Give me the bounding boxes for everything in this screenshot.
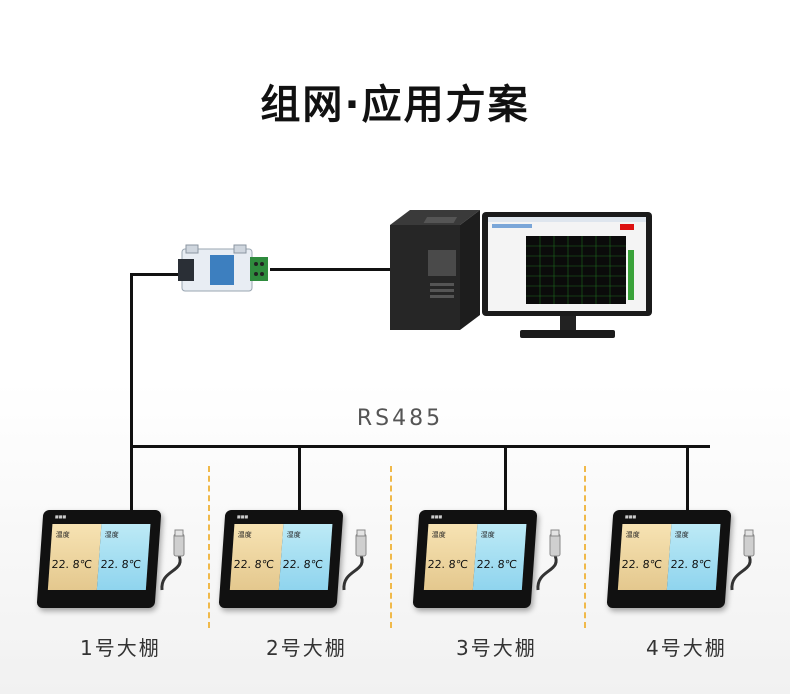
- temperature-pane: 温度 22. 8℃: [47, 524, 102, 590]
- greenhouse-label-4: 4号大棚: [646, 636, 727, 660]
- display-screen: 温度 22. 8℃ 湿度 22. 8℃: [47, 524, 151, 590]
- greenhouse-label-1: 1号大棚: [80, 636, 161, 660]
- drop-line-1: [130, 448, 133, 510]
- brand-mark: ■■■: [54, 514, 67, 519]
- humidity-value: 22. 8℃: [476, 558, 518, 571]
- temperature-value: 22. 8℃: [621, 558, 663, 571]
- computer-tower-icon: [390, 210, 480, 330]
- temperature-value: 22. 8℃: [233, 558, 275, 571]
- converter-down-line-top: [130, 273, 178, 276]
- rs485-bus-line: [130, 445, 710, 448]
- humidity-pane: 湿度 22. 8℃: [278, 524, 333, 590]
- brand-mark: ■■■: [624, 514, 637, 519]
- display-panel-4: ■■■ 温度 22. 8℃ 湿度 22. 8℃: [606, 510, 765, 608]
- display-bezel: ■■■ 温度 22. 8℃ 湿度 22. 8℃: [218, 510, 344, 608]
- humidity-label: 湿度: [286, 531, 301, 539]
- temperature-label: 温度: [431, 531, 446, 539]
- humidity-value: 22. 8℃: [670, 558, 712, 571]
- temperature-value: 22. 8℃: [427, 558, 469, 571]
- bus-left-riser: [130, 273, 133, 448]
- display-screen: 温度 22. 8℃ 湿度 22. 8℃: [617, 524, 721, 590]
- separator-3: [584, 466, 586, 628]
- temperature-label: 温度: [237, 531, 252, 539]
- display-bezel: ■■■ 温度 22. 8℃ 湿度 22. 8℃: [412, 510, 538, 608]
- display-bezel: ■■■ 温度 22. 8℃ 湿度 22. 8℃: [36, 510, 162, 608]
- greenhouse-label-3: 3号大棚: [456, 636, 537, 660]
- humidity-pane: 湿度 22. 8℃: [472, 524, 527, 590]
- sensor-probe-icon: [160, 529, 185, 591]
- temperature-value: 22. 8℃: [51, 558, 93, 571]
- display-panel-1: ■■■ 温度 22. 8℃ 湿度 22. 8℃: [36, 510, 195, 608]
- display-screen: 温度 22. 8℃ 湿度 22. 8℃: [229, 524, 333, 590]
- humidity-pane: 湿度 22. 8℃: [666, 524, 721, 590]
- sensor-probe-icon: [536, 529, 561, 591]
- separator-1: [208, 466, 210, 628]
- temperature-pane: 温度 22. 8℃: [617, 524, 672, 590]
- separator-2: [390, 466, 392, 628]
- display-panel-2: ■■■ 温度 22. 8℃ 湿度 22. 8℃: [218, 510, 377, 608]
- page-title: 组网·应用方案: [260, 82, 530, 128]
- sensor-probe-icon: [730, 529, 755, 591]
- rs485-converter-icon: [178, 244, 268, 292]
- humidity-label: 湿度: [674, 531, 689, 539]
- temperature-label: 温度: [625, 531, 640, 539]
- drop-line-4: [686, 448, 689, 510]
- drop-line-3: [504, 448, 507, 510]
- humidity-value: 22. 8℃: [100, 558, 142, 571]
- display-screen: 温度 22. 8℃ 湿度 22. 8℃: [423, 524, 527, 590]
- brand-mark: ■■■: [236, 514, 249, 519]
- humidity-pane: 湿度 22. 8℃: [96, 524, 151, 590]
- sensor-probe-icon: [342, 529, 367, 591]
- bus-label: RS485: [356, 406, 444, 431]
- humidity-label: 湿度: [104, 531, 119, 539]
- converter-to-pc-line: [270, 268, 392, 271]
- temperature-pane: 温度 22. 8℃: [423, 524, 478, 590]
- monitor-icon: [482, 212, 652, 338]
- humidity-label: 湿度: [480, 531, 495, 539]
- display-bezel: ■■■ 温度 22. 8℃ 湿度 22. 8℃: [606, 510, 732, 608]
- humidity-value: 22. 8℃: [282, 558, 324, 571]
- brand-mark: ■■■: [430, 514, 443, 519]
- temperature-pane: 温度 22. 8℃: [229, 524, 284, 590]
- greenhouse-label-2: 2号大棚: [266, 636, 347, 660]
- display-panel-3: ■■■ 温度 22. 8℃ 湿度 22. 8℃: [412, 510, 571, 608]
- temperature-label: 温度: [55, 531, 70, 539]
- drop-line-2: [298, 448, 301, 510]
